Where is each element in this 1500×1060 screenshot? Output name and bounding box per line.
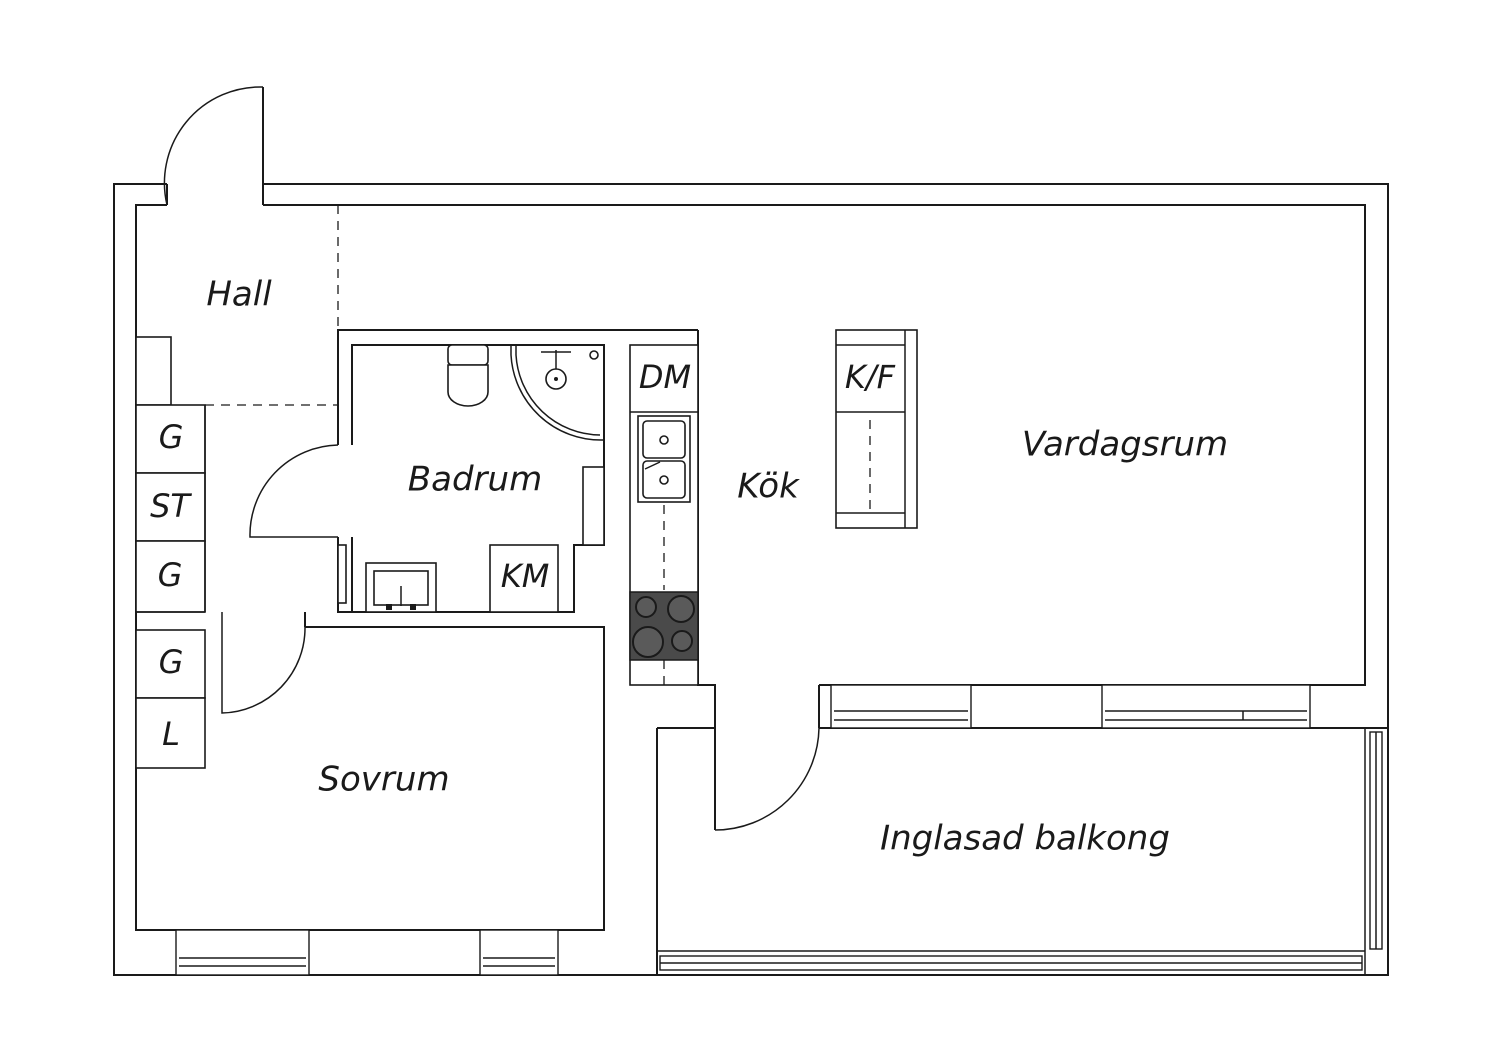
- bathroom: [249, 329, 698, 613]
- hall-boundary: [205, 205, 339, 406]
- closet-label-l: L: [162, 715, 180, 753]
- bedroom-door: [221, 612, 306, 714]
- fridge-freezer-label: K/F: [845, 358, 896, 396]
- closet-label-st: ST: [150, 487, 192, 525]
- closet-label-g3: G: [159, 643, 184, 681]
- living-room-windows: [830, 684, 1311, 729]
- room-label-badrum: Badrum: [408, 460, 542, 500]
- closet-label-g1: G: [159, 418, 184, 456]
- closet-label-g2: G: [158, 556, 183, 594]
- washing-machine-label: KM: [501, 557, 550, 595]
- kitchen-counter: [603, 330, 716, 930]
- room-label-vardagsrum: Vardagsrum: [1022, 425, 1228, 465]
- room-label-balkong: Inglasad balkong: [880, 819, 1170, 859]
- room-label-hall: Hall: [206, 275, 272, 315]
- bedroom-windows: [175, 929, 559, 976]
- entry-door: [163, 86, 264, 206]
- room-label-kok: Kök: [737, 467, 800, 507]
- closets: [135, 336, 206, 769]
- room-label-sovrum: Sovrum: [318, 760, 449, 800]
- outer-walls: [113, 183, 1389, 976]
- dishwasher-label: DM: [639, 358, 691, 396]
- balcony-door: [714, 685, 820, 831]
- fridge-freezer: [835, 329, 918, 529]
